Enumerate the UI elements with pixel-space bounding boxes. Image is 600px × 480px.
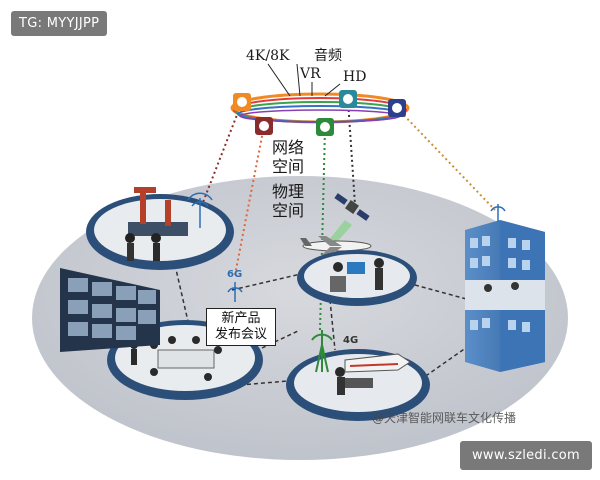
product-launch-label: 新产品 发布会议	[206, 308, 276, 346]
physical-space-line2: 空间	[271, 201, 304, 220]
label-vr: VR	[300, 66, 321, 82]
badge-6g: 6G	[227, 269, 243, 280]
ring-node-darkred	[255, 117, 273, 135]
physical-space-label: 物理 空间	[268, 182, 308, 220]
factory-tower-icon	[187, 192, 213, 228]
4g-tower-icon	[311, 330, 333, 373]
network-space-line2: 空间	[271, 157, 304, 176]
physical-space-line1: 物理	[271, 182, 304, 201]
ring-node-teal	[339, 90, 357, 108]
label-4k8k: 4K/8K	[246, 48, 290, 64]
product-launch-line2: 发布会议	[214, 327, 267, 342]
label-audio: 音频	[314, 48, 342, 64]
ring-node-orange	[233, 93, 251, 111]
source-watermark: @天津智能网联车文化传播	[372, 411, 517, 425]
watermark-bottom: www.szledi.com	[459, 441, 592, 470]
badge-4g: 4G	[343, 335, 359, 346]
label-leaders	[267, 63, 341, 97]
office-node	[297, 250, 417, 306]
video-wall	[60, 268, 160, 352]
network-space-line1: 网络	[271, 138, 304, 157]
ring-connections	[199, 99, 496, 331]
product-launch-line1: 新产品	[221, 311, 261, 326]
6g-tower-icon	[227, 282, 243, 302]
watermark-top: TG: MYYJJPP	[11, 11, 108, 36]
ring-node-navy	[388, 99, 406, 117]
building-tower-icon	[490, 204, 506, 222]
network-space-label: 网络 空间	[268, 138, 308, 176]
ring-node-green	[316, 118, 334, 136]
label-hd: HD	[343, 69, 367, 85]
factory-node	[86, 187, 234, 270]
train-icon	[344, 353, 411, 373]
building-icon	[465, 220, 545, 372]
